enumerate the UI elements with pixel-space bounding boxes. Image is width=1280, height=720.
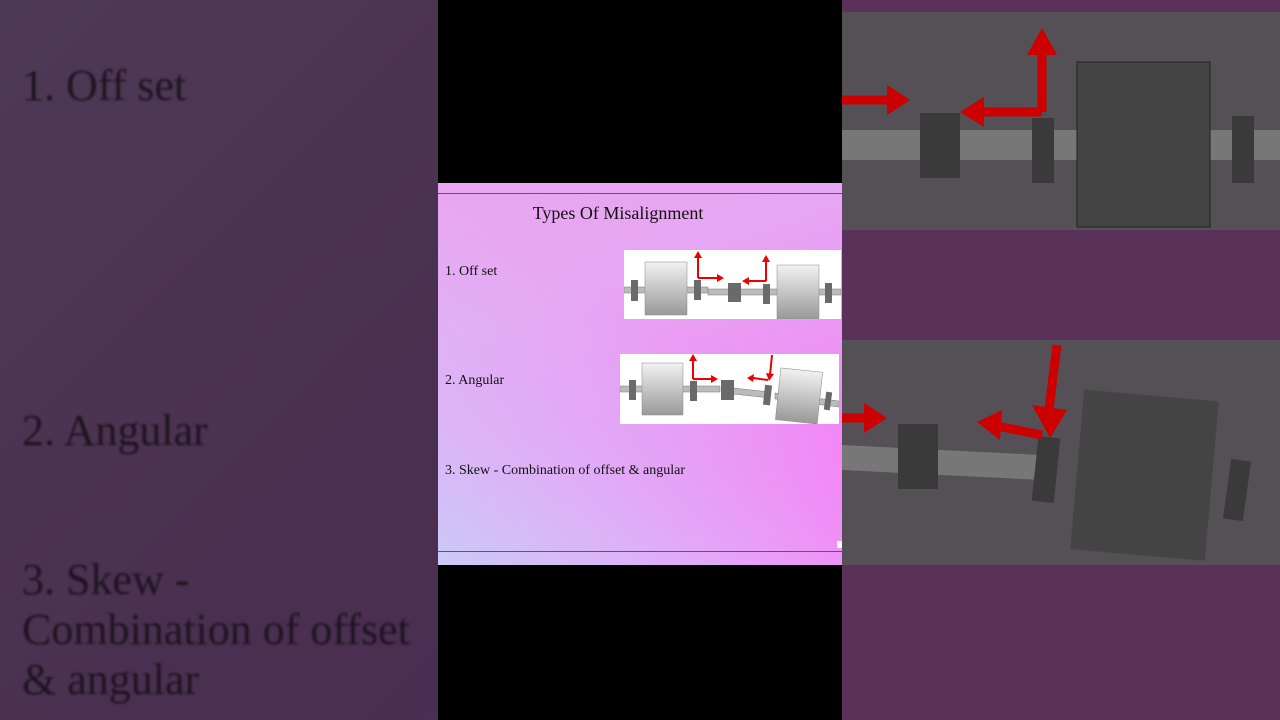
slide-title: Types Of Misalignment [438, 203, 798, 224]
offset-misalignment-diagram [623, 250, 842, 320]
slide-corner-mark [837, 541, 842, 548]
angular-misalignment-diagram [619, 354, 840, 425]
bg-diagram-graphic [842, 12, 1280, 565]
bg-zoomed-diagram [842, 0, 1280, 720]
bg-text-offset: 1. Off set [22, 61, 187, 110]
item-angular: 2. Angular [445, 373, 505, 388]
item-skew: 3. Skew - Combination of offset & angula… [445, 463, 686, 478]
bg-text-angular: 2. Angular [22, 406, 208, 455]
slide-title-text: Types Of Misalignment [532, 203, 704, 223]
item-offset: 1. Off set [445, 264, 498, 279]
slide: Types Of Misalignment 1. Off set 2. Angu… [438, 183, 842, 565]
bg-text-skew: 3. Skew - Combination of offset & angula… [22, 555, 410, 704]
top-rule [438, 193, 842, 194]
bottom-rule [438, 551, 842, 552]
